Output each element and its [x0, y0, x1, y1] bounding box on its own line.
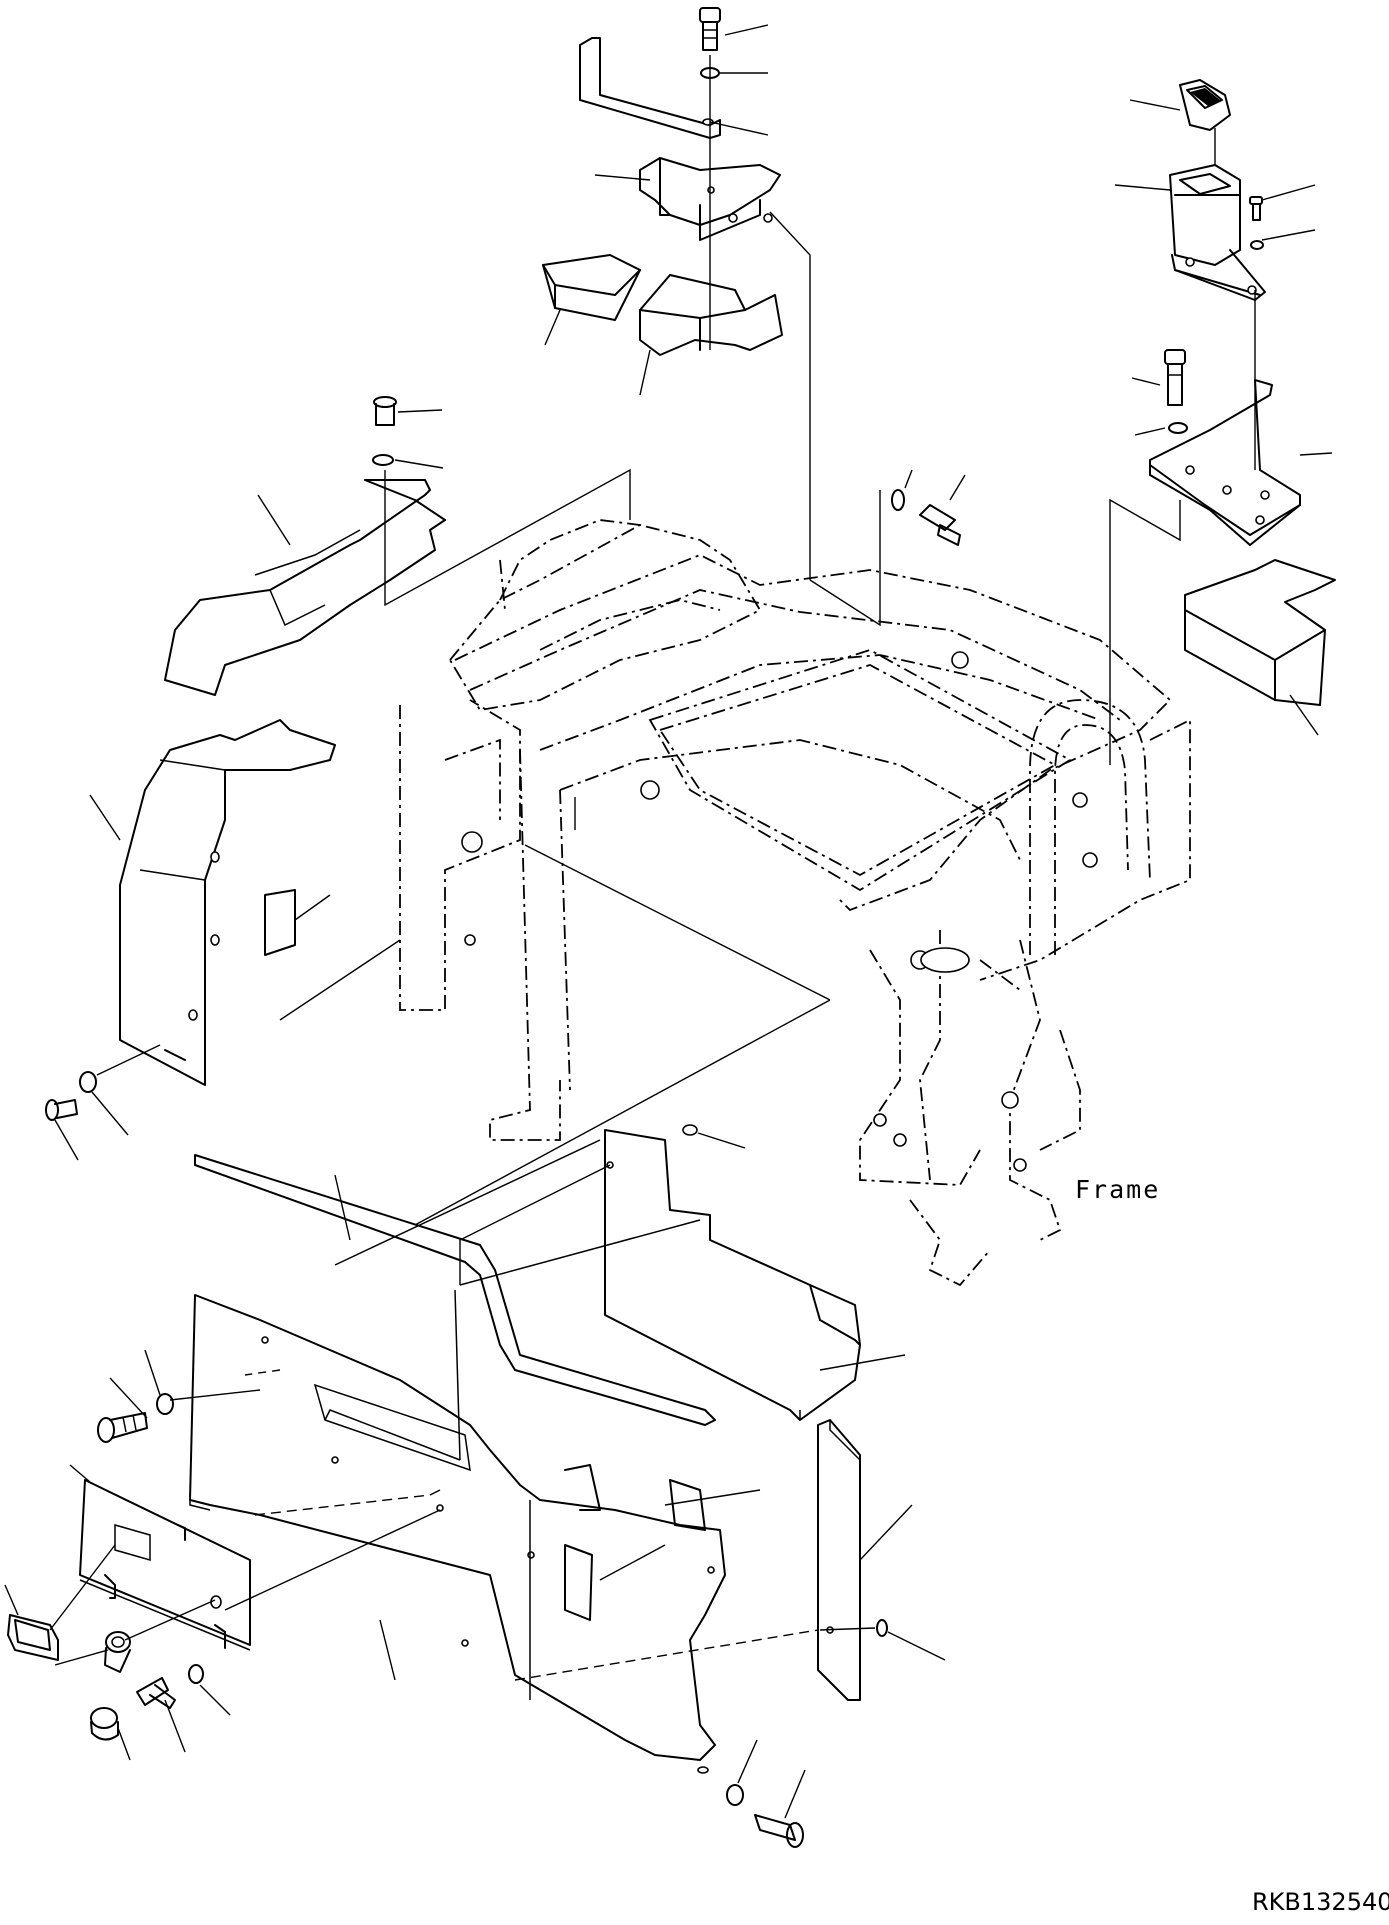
- foam-pad-left: [542, 254, 641, 321]
- right-l-bracket: [1149, 379, 1301, 546]
- lower-main-panel: [189, 1139, 726, 1774]
- top-bent-plate: [579, 37, 721, 139]
- frame-label: Frame: [1075, 1175, 1161, 1204]
- panel-left-bolt: [97, 1412, 148, 1443]
- center-right-plate: [604, 1124, 861, 1421]
- mid-right-bolt: [919, 504, 961, 546]
- left-top-cover: [164, 479, 446, 696]
- strip-grommet: [876, 1619, 888, 1637]
- right-foam-block: [1184, 559, 1336, 706]
- top-bolt: [699, 7, 721, 51]
- cab-frame: [399, 519, 1191, 1287]
- lower-right-bolt: [754, 1814, 804, 1848]
- lower-right-washer: [726, 1784, 744, 1806]
- panel-left-washer: [156, 1393, 174, 1415]
- switch-box: [1169, 164, 1266, 301]
- left-side-cover: [119, 719, 336, 1086]
- right-washer: [1168, 422, 1188, 434]
- drawing-code: RKB132540: [1252, 1888, 1389, 1916]
- cover-left-top-bolt: [373, 396, 397, 426]
- left-cover-bolt: [45, 1099, 78, 1121]
- small-washer: [1250, 240, 1264, 250]
- knob: [104, 1631, 131, 1673]
- mid-right-washer: [891, 489, 905, 511]
- left-sticker: [264, 889, 296, 956]
- long-rod: [194, 1154, 716, 1426]
- cover-left-top-washer: [372, 454, 394, 466]
- plate-washer: [188, 1664, 204, 1684]
- knob-cap: [90, 1707, 119, 1741]
- right-bolt: [1164, 349, 1186, 406]
- plate-bolt: [136, 1677, 176, 1709]
- left-cover-washer: [79, 1071, 97, 1093]
- small-screw: [1249, 196, 1263, 221]
- leader-lines: [4, 24, 1333, 1819]
- switch-plate: [79, 1479, 251, 1651]
- panel-key-cap: [7, 1614, 59, 1661]
- foam-pad-right: [639, 274, 783, 356]
- rocker-switch: [1179, 79, 1231, 131]
- right-vertical-strip: [817, 1419, 861, 1701]
